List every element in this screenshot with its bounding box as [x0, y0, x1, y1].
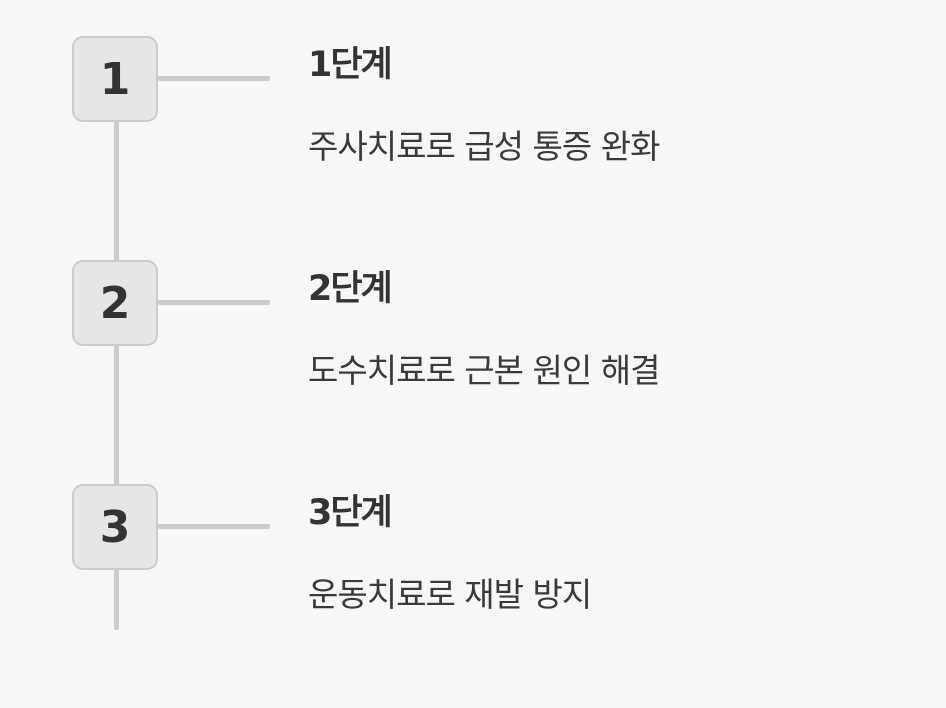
timeline-vertical-connector-tail — [114, 568, 119, 630]
step-title: 3단계 — [308, 493, 393, 533]
step-horizontal-connector — [158, 300, 270, 305]
step-description: 주사치료로 급성 통증 완화 — [308, 127, 660, 166]
timeline-step-2: 2 2단계 도수치료로 근본 원인 해결 — [0, 260, 946, 484]
step-horizontal-connector — [158, 524, 270, 529]
step-description: 운동치료로 재발 방지 — [308, 575, 592, 614]
timeline-step-1: 1 1단계 주사치료로 급성 통증 완화 — [0, 36, 946, 260]
treatment-steps-timeline: 1 1단계 주사치료로 급성 통증 완화 2 2단계 도수치료로 근본 원인 해… — [0, 36, 946, 630]
step-number-badge: 3 — [72, 484, 158, 570]
step-title: 2단계 — [308, 269, 393, 309]
step-number-badge: 1 — [72, 36, 158, 122]
step-number-badge: 2 — [72, 260, 158, 346]
timeline-vertical-connector-1-2 — [114, 120, 119, 262]
step-horizontal-connector — [158, 76, 270, 81]
timeline-step-3: 3 3단계 운동치료로 재발 방지 — [0, 484, 946, 708]
step-title: 1단계 — [308, 45, 393, 85]
timeline-vertical-connector-2-3 — [114, 344, 119, 486]
step-description: 도수치료로 근본 원인 해결 — [308, 351, 660, 390]
